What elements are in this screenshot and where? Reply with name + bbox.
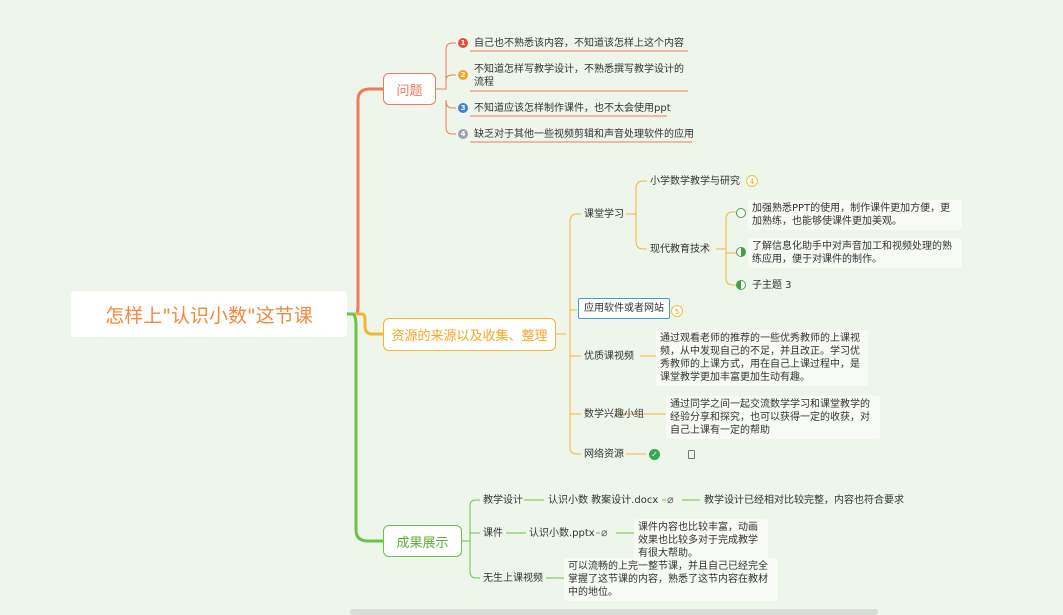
math-interest-group[interactable]: 数学兴趣小组 (584, 409, 644, 420)
attachment-icon[interactable]: ⌀ (667, 493, 674, 506)
topic-resources[interactable]: 资源的来源以及收集、整理 (383, 318, 556, 351)
document-icon[interactable] (688, 450, 695, 459)
problem-item-1[interactable]: 自己也不熟悉该内容，不知道该怎样上这个内容 (474, 38, 684, 49)
topic-results[interactable]: 成果展示 (383, 525, 462, 557)
link-root-resources (347, 312, 383, 336)
links-problem (436, 42, 692, 143)
edu-tech-subtopic-3[interactable]: 子主题 3 (752, 280, 792, 291)
progress-half-left-icon (736, 280, 746, 290)
links-results (462, 499, 700, 579)
quality-video-desc[interactable]: 通过观看老师的推荐的一些优秀教师的上课视频，从中发现自己的不足，并且改正。学习优… (656, 330, 868, 386)
topic-problem[interactable]: 问题 (383, 73, 436, 105)
progress-quarter-icon (736, 208, 746, 218)
courseware[interactable]: 课件 (483, 528, 503, 539)
modern-edu-tech[interactable]: 现代教育技术 (650, 244, 710, 255)
progress-half-icon (736, 247, 746, 257)
edu-tech-item-1[interactable]: 加强熟悉PPT的使用，制作课件更加方便，更加熟练，也能够使课件更加美观。 (748, 200, 962, 230)
problem-item-3[interactable]: 不知道应该怎样制作课件，也不太会使用ppt (474, 103, 671, 114)
problem-item-4[interactable]: 缺乏对于其他一些视频剪辑和声音处理软件的应用 (474, 129, 694, 140)
edu-tech-item-2[interactable]: 了解信息化助手中对声音加工和视频处理的熟练应用，便于对课件的制作。 (748, 238, 962, 268)
priority-1-icon: 1 (458, 38, 468, 48)
web-resources[interactable]: 网络资源 (584, 449, 624, 460)
link-root-results (347, 312, 383, 543)
teaching-design[interactable]: 教学设计 (483, 495, 523, 506)
quality-video[interactable]: 优质课视频 (584, 351, 634, 362)
math-group-desc[interactable]: 通过同学之间一起交流数学学习和课堂教学的经验分享和探究，也可以获得一定的收获，对… (666, 396, 880, 439)
count-badge-icon[interactable]: 4 (746, 175, 758, 187)
priority-3-icon: 3 (458, 103, 468, 113)
links-resources (556, 180, 737, 455)
courseware-note[interactable]: 课件内容也比较丰富，动画效果也比较多对于完成教学有很大帮助。 (634, 519, 768, 562)
courseware-file[interactable]: 认识小数.pptx (529, 528, 595, 539)
attachment-icon[interactable]: ⌀ (601, 526, 608, 539)
link-root-problem (347, 87, 383, 316)
priority-4-icon: 4 (458, 129, 468, 139)
root-topic[interactable]: 怎样上"认识小数"这节课 (71, 291, 347, 337)
priority-2-icon: 2 (458, 70, 468, 80)
design-note[interactable]: 教学设计已经相对比较完整，内容也符合要求 (704, 495, 904, 506)
lecture-video[interactable]: 无生上课视频 (483, 573, 543, 584)
design-file[interactable]: 认识小数 教案设计.docx (548, 495, 659, 506)
count-badge-icon[interactable]: 5 (671, 305, 683, 317)
lecture-note[interactable]: 可以流畅的上完一整节课，并且自己已经完全掌握了这节课的内容，熟悉了这节内容在教材… (564, 558, 778, 601)
classroom-learning[interactable]: 课堂学习 (584, 209, 624, 220)
horizontal-scrollbar[interactable] (350, 609, 878, 615)
problem-item-2[interactable]: 不知道怎样写教学设计，不熟悉撰写教学设计的流程 (474, 64, 684, 88)
math-teaching-research[interactable]: 小学数学教学与研究 (650, 176, 740, 187)
checkmark-icon: ✓ (649, 449, 660, 460)
software-or-website[interactable]: 应用软件或者网站 (578, 298, 670, 319)
